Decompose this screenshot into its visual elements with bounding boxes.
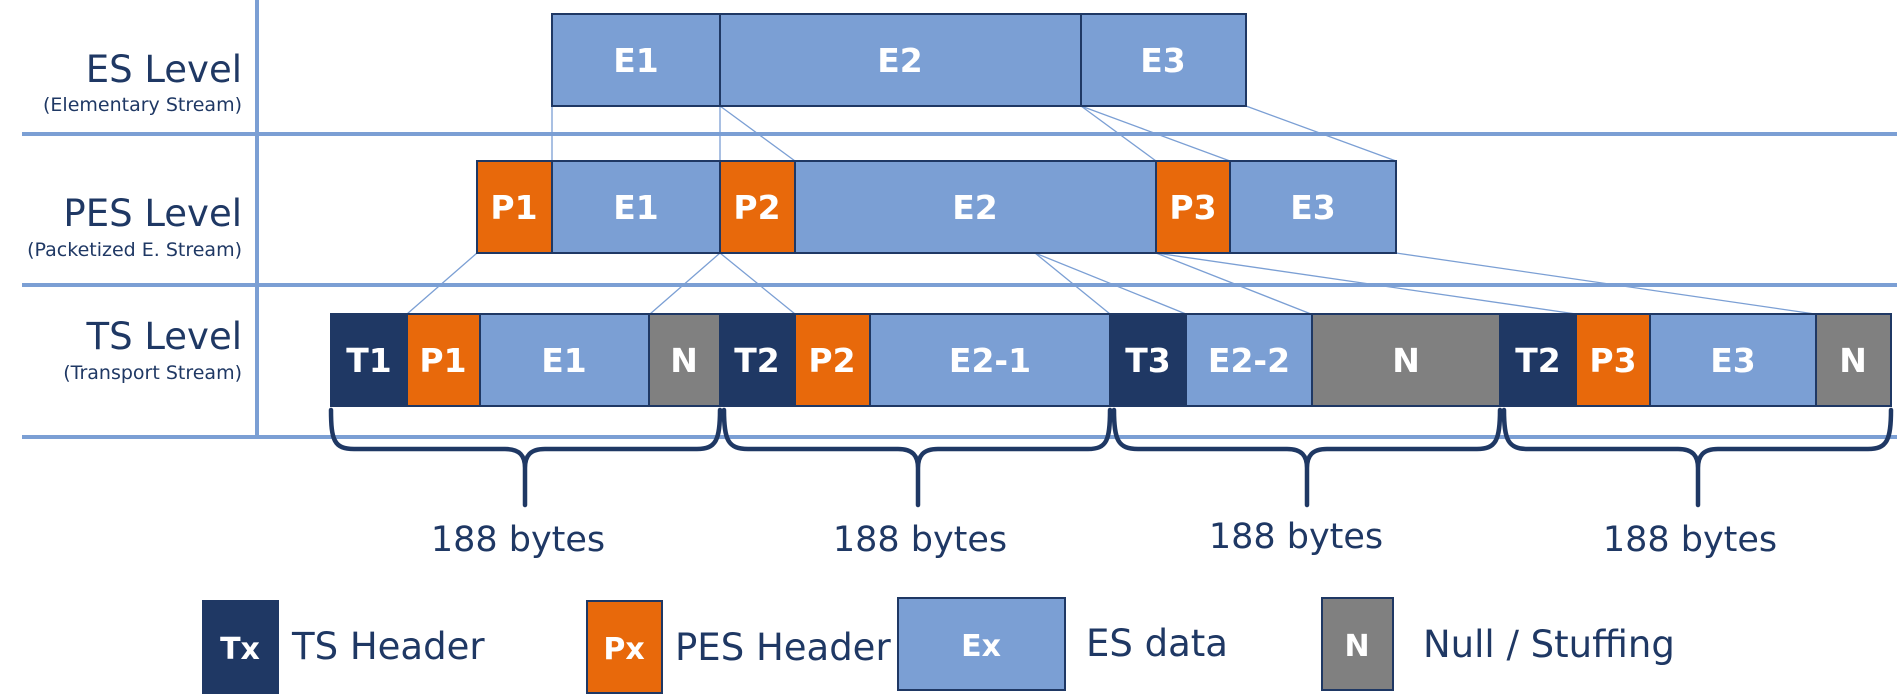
ts-header-block: T3 xyxy=(1109,313,1187,407)
es-block-label: E3 xyxy=(1140,41,1186,80)
es-block: E2 xyxy=(719,13,1082,107)
ts-es-block: E3 xyxy=(1649,313,1817,407)
ts-block-label: T2 xyxy=(1515,341,1560,380)
legend-label: Null / Stuffing xyxy=(1423,623,1675,666)
ts-block-label: E1 xyxy=(541,341,587,380)
legend-item-pes-header: Px PES Header xyxy=(586,600,891,694)
pes-block-label: P2 xyxy=(733,188,780,227)
ts-es-block: E2-1 xyxy=(869,313,1111,407)
ts-block-label: T2 xyxy=(734,341,779,380)
legend-label: ES data xyxy=(1086,622,1228,665)
packet-brace xyxy=(328,407,723,508)
ts-pes-header-block: P3 xyxy=(1575,313,1651,407)
legend-key: Tx xyxy=(220,632,260,667)
ts-level-title: TS Level xyxy=(85,315,242,358)
ts-block-label: P2 xyxy=(808,341,855,380)
packet-size-label: 188 bytes xyxy=(431,520,605,560)
es-block: E1 xyxy=(551,13,721,107)
pes-block-label: P1 xyxy=(490,188,537,227)
pes-header-block: P2 xyxy=(719,160,796,254)
es-block: E3 xyxy=(1080,13,1247,107)
pes-header-block: P1 xyxy=(476,160,553,254)
ts-block-label: E2-1 xyxy=(949,341,1031,380)
ts-header-block: T2 xyxy=(719,313,796,407)
pes-level-title: PES Level xyxy=(63,192,242,235)
ts-header-block: T1 xyxy=(330,313,408,407)
ts-block-label: E3 xyxy=(1710,341,1756,380)
packet-braces xyxy=(328,407,1894,508)
pes-block-label: E3 xyxy=(1290,188,1336,227)
pes-block-label: E1 xyxy=(613,188,659,227)
ts-block-label: P1 xyxy=(419,341,466,380)
es-level-title: ES Level xyxy=(86,48,242,91)
ts-es-block: E2-2 xyxy=(1185,313,1313,407)
ts-pes-header-block: P1 xyxy=(406,313,481,407)
legend-item-null: N Null / Stuffing xyxy=(1321,597,1675,691)
ts-block-label: N xyxy=(1839,341,1867,380)
legend-key: Ex xyxy=(961,629,1001,664)
ts-block-label: E2-2 xyxy=(1208,341,1290,380)
es-block-label: E2 xyxy=(877,41,923,80)
legend-label: PES Header xyxy=(675,626,891,669)
ts-null-block: N xyxy=(1311,313,1501,407)
connector-lines xyxy=(406,105,1816,315)
ts-level-subtitle: (Transport Stream) xyxy=(63,362,242,384)
legend-item-es-data: Ex ES data xyxy=(897,597,1228,691)
es-level-subtitle: (Elementary Stream) xyxy=(43,94,242,116)
packet-brace xyxy=(721,407,1113,508)
packet-size-label: 188 bytes xyxy=(833,520,1007,560)
ts-block-label: T1 xyxy=(346,341,391,380)
legend-key: N xyxy=(1344,629,1369,664)
legend-item-ts-header: Tx TS Header xyxy=(202,600,485,694)
legend-key: Px xyxy=(603,632,644,667)
packet-size-label: 188 bytes xyxy=(1603,520,1777,560)
pes-es-block: E3 xyxy=(1229,160,1397,254)
packet-brace xyxy=(1501,407,1894,508)
legend-label: TS Header xyxy=(291,625,485,668)
ts-null-block: N xyxy=(1815,313,1892,407)
packet-size-label: 188 bytes xyxy=(1209,517,1383,557)
pes-header-block: P3 xyxy=(1155,160,1231,254)
pes-level-subtitle: (Packetized E. Stream) xyxy=(27,239,242,261)
pes-es-block: E1 xyxy=(551,160,721,254)
packet-brace xyxy=(1111,407,1503,508)
ts-block-label: N xyxy=(1392,341,1420,380)
ts-block-label: T3 xyxy=(1125,341,1170,380)
ts-header-block: T2 xyxy=(1499,313,1577,407)
ts-null-block: N xyxy=(648,313,721,407)
ts-pes-header-block: P2 xyxy=(794,313,871,407)
ts-es-block: E1 xyxy=(479,313,650,407)
pes-es-block: E2 xyxy=(794,160,1157,254)
ts-block-label: N xyxy=(670,341,698,380)
es-block-label: E1 xyxy=(613,41,659,80)
pes-block-label: P3 xyxy=(1169,188,1216,227)
pes-block-label: E2 xyxy=(952,188,998,227)
legend: Tx TS Header Px PES Header Ex ES data N … xyxy=(202,597,1675,694)
ts-block-label: P3 xyxy=(1589,341,1636,380)
